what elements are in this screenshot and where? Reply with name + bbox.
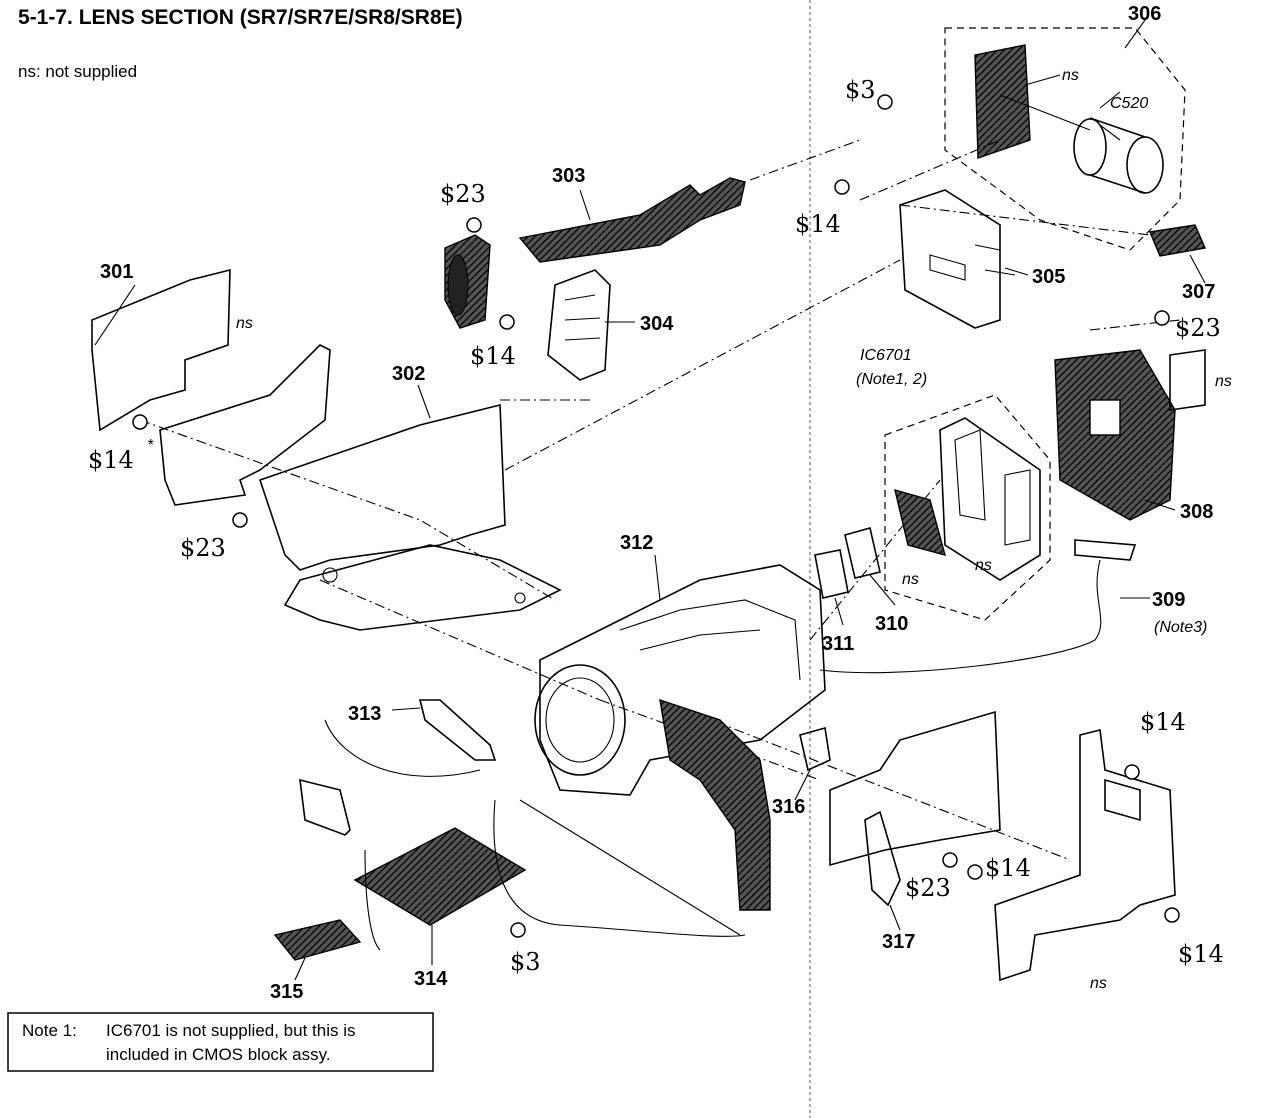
screw-icon [466, 217, 482, 233]
screw-icon [967, 864, 983, 880]
c520-label: C520 [1110, 95, 1148, 112]
screw-icon [834, 179, 850, 195]
ic6701-label: IC6701 [860, 347, 912, 364]
note-line-1: IC6701 is not supplied, but this is [106, 1021, 355, 1040]
screw-code-label: $23 [440, 180, 486, 208]
part-label-308: 308 [1180, 501, 1213, 523]
part-label-317: 317 [882, 931, 915, 953]
part-301-board [91, 268, 231, 432]
screw-code-label: $14 [470, 342, 516, 370]
guide-314 [519, 799, 741, 936]
ns-label: ns [236, 315, 253, 332]
ns-label: ns [1215, 373, 1232, 390]
part-label-304: 304 [640, 313, 674, 335]
part-314-board [353, 827, 527, 951]
part-label-316: 316 [772, 796, 805, 818]
screw-icon [942, 852, 958, 868]
note-box: Note 1: IC6701 is not supplied, but this… [7, 1012, 434, 1072]
part-306-capacitor-assy [944, 27, 1186, 251]
screw-icons [132, 94, 1180, 938]
part-302-frame [258, 403, 562, 631]
screw-icon [232, 512, 248, 528]
screw-code-label: $14 [1140, 708, 1186, 736]
part-label-315: 315 [270, 981, 303, 1003]
part-309-cable [819, 539, 1137, 674]
part-304 [547, 269, 611, 381]
part-308 [1054, 349, 1206, 521]
screw-code-label: $14 [985, 854, 1031, 882]
screw-icon [510, 922, 526, 938]
screw-code-label: $14 [1178, 940, 1224, 968]
screw-code-label: $23 [905, 874, 951, 902]
screw-code-label: $3 [510, 948, 541, 976]
part-label-307: 307 [1182, 281, 1215, 303]
ns-legend: ns: not supplied [18, 62, 137, 81]
part-316-317-bracket [799, 710, 1001, 907]
note-line-2: included in CMOS block assy. [106, 1045, 331, 1064]
part-label-314: 314 [414, 968, 448, 990]
screw-code-label: $23 [1175, 314, 1221, 342]
part-label-303: 303 [552, 165, 585, 187]
screw-icon [1164, 907, 1180, 923]
part-label-312: 312 [620, 532, 653, 554]
ns-label: ns [1062, 67, 1079, 84]
asterisk-label: * [147, 437, 154, 454]
part-310 [844, 527, 881, 579]
part-312-lens-block [534, 564, 826, 911]
screw-code-label: $14 [88, 446, 134, 474]
screw-icon [1154, 310, 1170, 326]
screw-code-label: $14 [795, 210, 841, 238]
ns-label: ns [1090, 975, 1107, 992]
part-label-302: 302 [392, 363, 425, 385]
part-label-311: 311 [822, 633, 854, 655]
ns-label: ns [975, 557, 992, 574]
ic6701-note-label: (Note1, 2) [856, 371, 927, 388]
screw-icon [1124, 764, 1140, 780]
part-315 [273, 919, 362, 961]
part-311 [814, 549, 849, 599]
screw-code-label: $23 [180, 534, 226, 562]
part-ns-plate-left [159, 344, 331, 506]
note3-label: (Note3) [1154, 619, 1207, 636]
part-label-301: 301 [100, 261, 133, 283]
ns-label: ns [902, 571, 919, 588]
part-label-309: 309 [1152, 589, 1185, 611]
part-label-310: 310 [875, 613, 908, 635]
part-313 [299, 699, 497, 836]
screw-icon [877, 94, 893, 110]
part-label-305: 305 [1032, 266, 1065, 288]
page-title: 5-1-7. LENS SECTION (SR7/SR7E/SR8/SR8E) [18, 6, 463, 29]
part-305-bracket [899, 189, 1016, 329]
wire-314 [493, 799, 746, 937]
guide-lines [139, 139, 1181, 861]
part-303-flex-cable [444, 177, 746, 329]
screw-icon [132, 414, 148, 430]
screw-code-label: $3 [845, 76, 876, 104]
screw-icon [499, 314, 515, 330]
part-307 [1149, 224, 1206, 257]
part-ic6701-group [884, 394, 1051, 621]
part-label-313: 313 [348, 703, 381, 725]
leader-lines [94, 19, 1206, 981]
note-label: Note 1: [22, 1021, 77, 1040]
part-ns-bracket-lower-right [994, 729, 1176, 982]
part-label-306: 306 [1128, 3, 1161, 25]
